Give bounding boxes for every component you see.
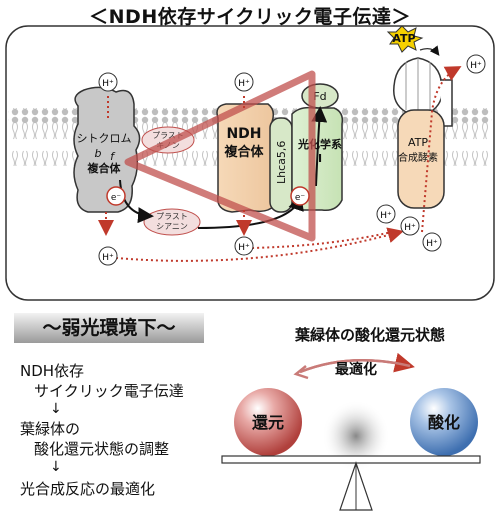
svg-text:H⁺: H⁺ [404, 223, 416, 233]
reduced-sphere [234, 388, 302, 456]
cytb6f-label-f: f [110, 150, 116, 163]
svg-text:e⁻: e⁻ [295, 193, 306, 203]
flow-step1-line1: NDH依存 [20, 362, 85, 380]
flow-arrow-1: ↓ [50, 401, 62, 417]
proton-2: H⁺ [234, 72, 254, 92]
proton-path-atp [421, 66, 462, 233]
svg-text:H⁺: H⁺ [238, 243, 250, 253]
cytb6f-label-line1: シトクロム [77, 132, 132, 145]
proton-3: H⁺ [98, 246, 118, 266]
electron-path-fd [311, 106, 328, 187]
proton-6: H⁺ [400, 216, 420, 236]
atp-synthase-label-line1: ATP [408, 136, 428, 149]
chloroplast-outline [5, 25, 495, 301]
proton-path-ndh-lower [251, 231, 393, 249]
atp-synthase-body [397, 109, 445, 209]
proton-1: H⁺ [98, 72, 118, 92]
electron-path-pc [119, 179, 154, 224]
proton-7: H⁺ [422, 232, 442, 252]
balance-title: 葉緑体の酸化還元状態 [294, 326, 445, 344]
ndh-label-line2: 複合体 [223, 144, 264, 160]
proton-path-lower [115, 227, 404, 262]
psi-label-line1: 光化学系 [297, 137, 342, 151]
flow-step3: 光合成反応の最適化 [20, 480, 156, 498]
electron-1: e⁻ [106, 186, 126, 206]
seesaw-beam [221, 455, 481, 464]
proton-8: H⁺ [466, 54, 486, 74]
svg-text:e⁻: e⁻ [111, 193, 122, 203]
pc-label-line2: シアニン [156, 222, 188, 231]
svg-text:H⁺: H⁺ [102, 79, 114, 89]
reduced-label: 還元 [252, 413, 284, 432]
fd-label: Fd [313, 90, 326, 103]
balance-arrow-left [293, 365, 309, 380]
electron-2: e⁻ [290, 186, 310, 206]
flow-step2-line1: 葉緑体の [20, 420, 81, 438]
section-title-box: ～弱光環境下～ [14, 313, 204, 343]
svg-text:H⁺: H⁺ [380, 211, 392, 221]
oxidized-label: 酸化 [428, 413, 460, 432]
atp-label: ATP [392, 32, 415, 45]
flow-arrow-2: ↓ [50, 459, 62, 475]
flow-step1-line2: サイクリック電子伝達 [34, 382, 184, 400]
cyclic-flow-triangle [124, 70, 316, 242]
oxidized-sphere [410, 388, 478, 456]
balance-arrow-line [299, 359, 411, 374]
cytb6f-label-line2: 複合体 [87, 161, 122, 175]
proton-5: H⁺ [376, 204, 396, 224]
flow-step2-line2: 酸化還元状態の調整 [34, 440, 170, 458]
ndh-label-line1: NDH [226, 126, 261, 142]
atp-burst [386, 25, 424, 53]
svg-text:H⁺: H⁺ [426, 239, 438, 249]
pq-label-line1: プラスト [152, 131, 184, 140]
atp-synthase-label-line2: 合成酵素 [398, 151, 438, 164]
main-title: ＜NDH依存サイクリック電子伝達＞ [89, 6, 411, 28]
svg-text:H⁺: H⁺ [238, 79, 250, 89]
svg-text:H⁺: H⁺ [470, 61, 482, 71]
atp-synthase-stripes [405, 58, 431, 112]
lhca-label: Lhca5,6 [275, 141, 288, 184]
proton-4: H⁺ [234, 236, 254, 256]
optimal-label: 最適化 [335, 362, 377, 378]
cytb6f-label-b: b [95, 147, 102, 160]
pc-label-line1: プラスト [156, 212, 188, 221]
balance-shadow [322, 400, 390, 472]
psi-label-line2: I [318, 152, 322, 165]
svg-text:H⁺: H⁺ [102, 253, 114, 263]
